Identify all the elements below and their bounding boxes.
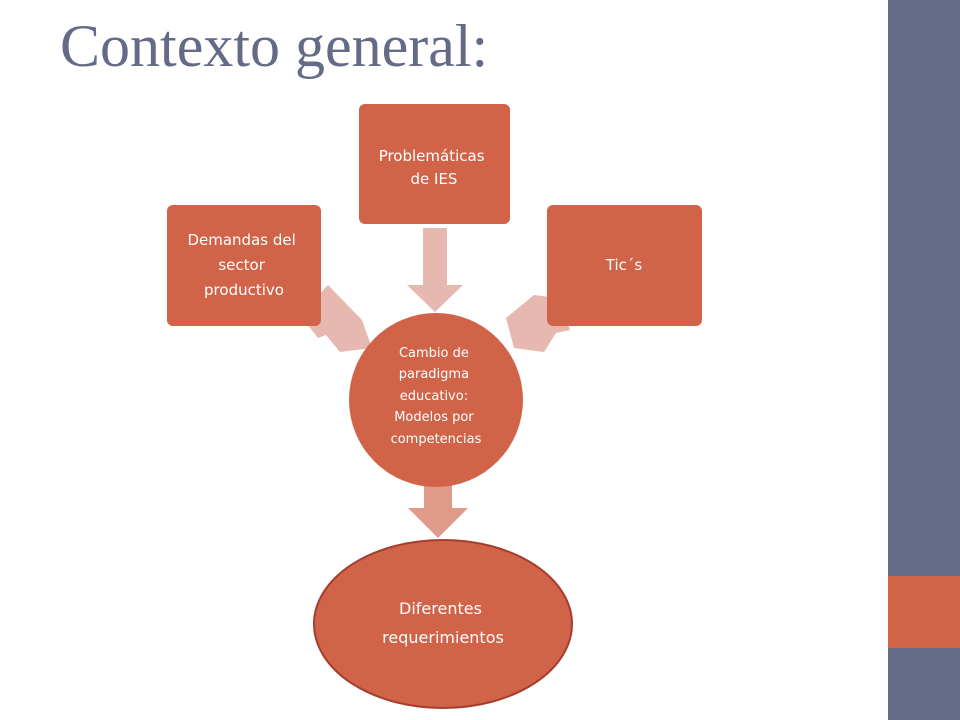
box-problematicas-text: Problemáticas de IES: [379, 147, 490, 188]
concept-diagram: Demandas del sector productivo Problemát…: [167, 104, 702, 709]
box-demandas-text: Demandas del sector productivo: [187, 231, 300, 299]
arrow-center-to-bottom: [408, 482, 468, 538]
circle-cambio-paradigma-text: Cambio de paradigma educativo: Modelos p…: [391, 346, 482, 447]
box-tics: [547, 205, 702, 326]
circle-cambio-paradigma: [349, 313, 523, 487]
sidebar-accent-square: [888, 576, 960, 648]
arrow-top-to-center: [407, 228, 463, 312]
box-demandas: [167, 205, 321, 326]
box-problematicas: [359, 104, 510, 224]
ellipse-diferentes-requerimientos-text: Diferentes requerimientos: [382, 599, 504, 647]
box-tics-text: Tic´s: [605, 256, 643, 274]
slide-title: Contexto general:: [60, 13, 489, 79]
ellipse-diferentes-requerimientos: [313, 539, 573, 709]
